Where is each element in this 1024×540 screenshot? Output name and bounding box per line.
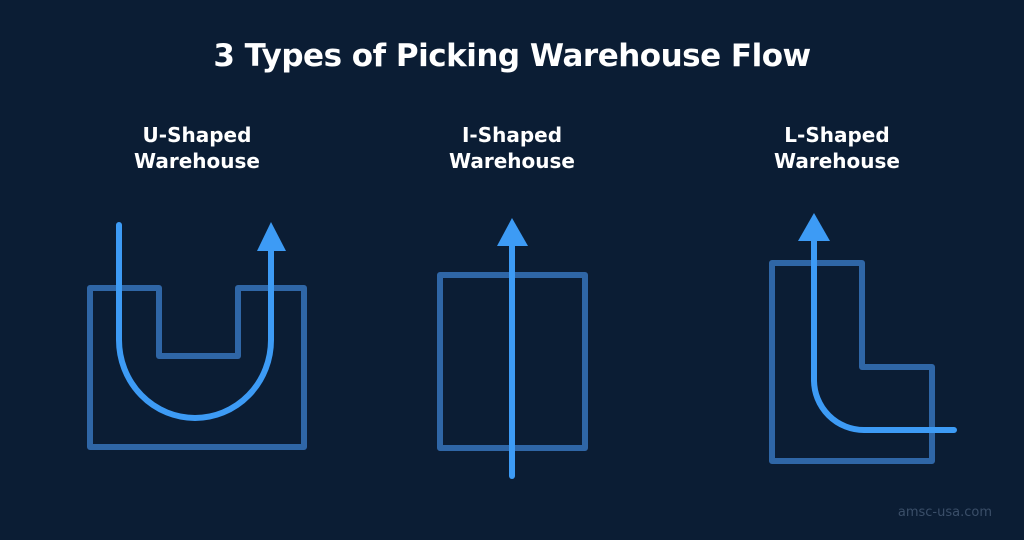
l-shaped-label: L-Shaped Warehouse (727, 122, 947, 174)
i-shaped-diagram (437, 218, 588, 479)
l-arrow-head-icon (798, 213, 830, 241)
watermark: amsc-usa.com (897, 505, 992, 520)
i-shaped-label-line1: I-Shaped (461, 123, 563, 147)
l-shaped-label-line2: Warehouse (774, 149, 900, 173)
u-flow-path (116, 222, 274, 421)
u-warehouse-outline (87, 285, 307, 450)
u-shaped-label-line1: U-Shaped (142, 123, 252, 147)
l-shaped-diagram (769, 213, 957, 464)
page-title: 3 Types of Picking Warehouse Flow (213, 38, 811, 74)
u-shaped-label-line2: Warehouse (134, 149, 260, 173)
i-arrow-head-icon (497, 218, 528, 246)
i-shaped-label: I-Shaped Warehouse (402, 122, 622, 174)
u-shaped-label: U-Shaped Warehouse (87, 122, 307, 174)
l-shaped-label-line1: L-Shaped (784, 123, 890, 147)
u-arrow-head-icon (257, 222, 286, 251)
i-shaped-label-line2: Warehouse (449, 149, 575, 173)
l-warehouse-outline (769, 260, 935, 464)
l-flow-path (811, 237, 957, 433)
u-shaped-diagram (87, 222, 307, 450)
